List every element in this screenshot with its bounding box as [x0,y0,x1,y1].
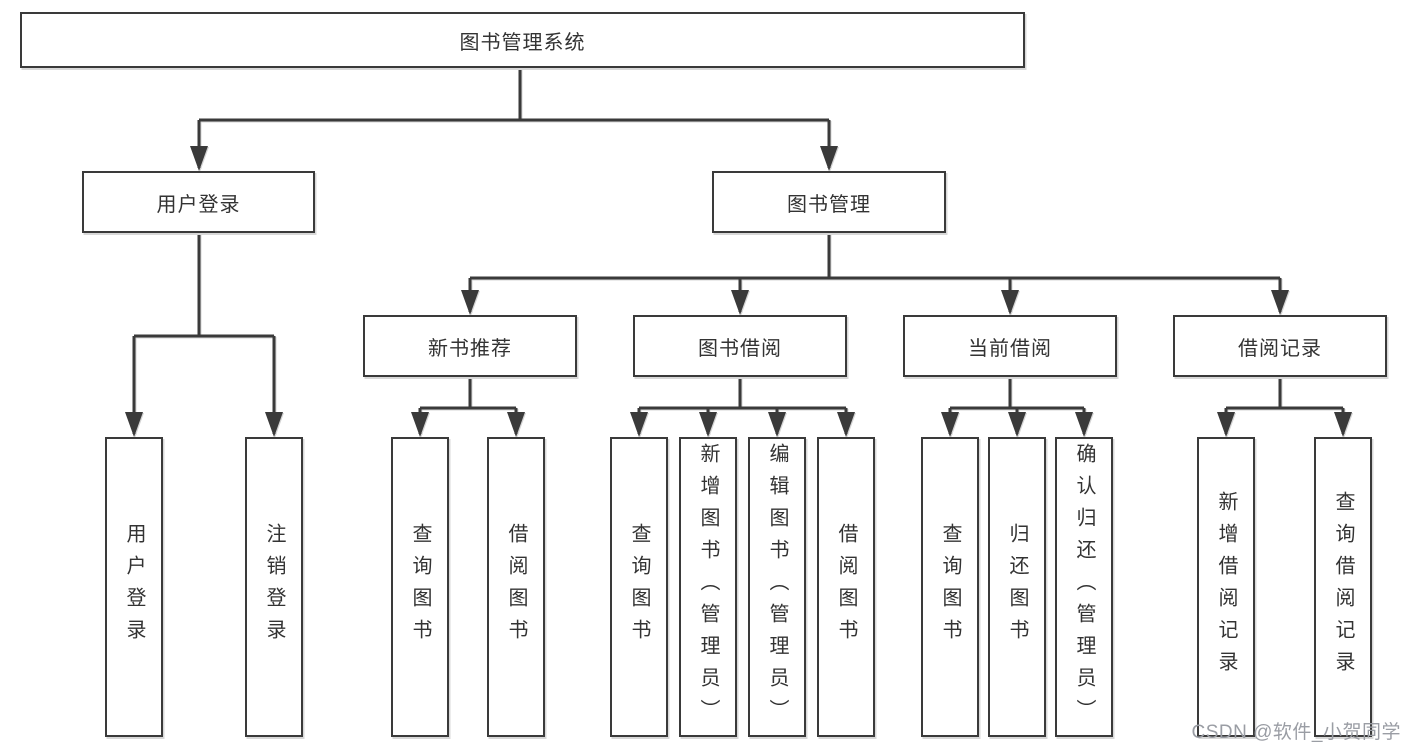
leaf-current-query-book: 查询图书 [921,437,979,737]
connector-borrow-record-group [1217,377,1352,437]
leaf-newbook-borrow-book: 借阅图书 [487,437,545,737]
connector-current-borrow-group [941,377,1093,437]
leaf-user-login: 用户登录 [105,437,163,737]
node-borrow-records: 借阅记录 [1173,315,1387,377]
connector-root-to-level2 [190,68,838,171]
leaf-current-return-book: 归还图书 [988,437,1046,737]
node-book-borrow: 图书借阅 [633,315,847,377]
leaf-records-query-record: 查询借阅记录 [1314,437,1372,737]
leaf-borrow-borrow-book: 借阅图书 [817,437,875,737]
node-user-login: 用户登录 [82,171,315,233]
node-current-borrow: 当前借阅 [903,315,1117,377]
connector-user-login-group [125,233,283,437]
connector-book-borrow-group [630,377,855,437]
node-book-management: 图书管理 [712,171,946,233]
leaf-borrow-query-book: 查询图书 [610,437,668,737]
leaf-borrow-edit-book-admin: 编辑图书（管理员） [748,437,806,737]
connector-book-management-to-level3 [461,233,1289,315]
node-root: 图书管理系统 [20,12,1025,68]
leaf-borrow-add-book-admin: 新增图书（管理员） [679,437,737,737]
csdn-watermark: CSDN @软件_小贺同学 [1191,722,1401,743]
leaf-records-add-record: 新增借阅记录 [1197,437,1255,737]
leaf-current-confirm-return-admin: 确认归还（管理员） [1055,437,1113,737]
leaf-newbook-query-book: 查询图书 [391,437,449,737]
node-new-book-recommend: 新书推荐 [363,315,577,377]
leaf-logout: 注销登录 [245,437,303,737]
connector-new-book-group [411,377,525,437]
